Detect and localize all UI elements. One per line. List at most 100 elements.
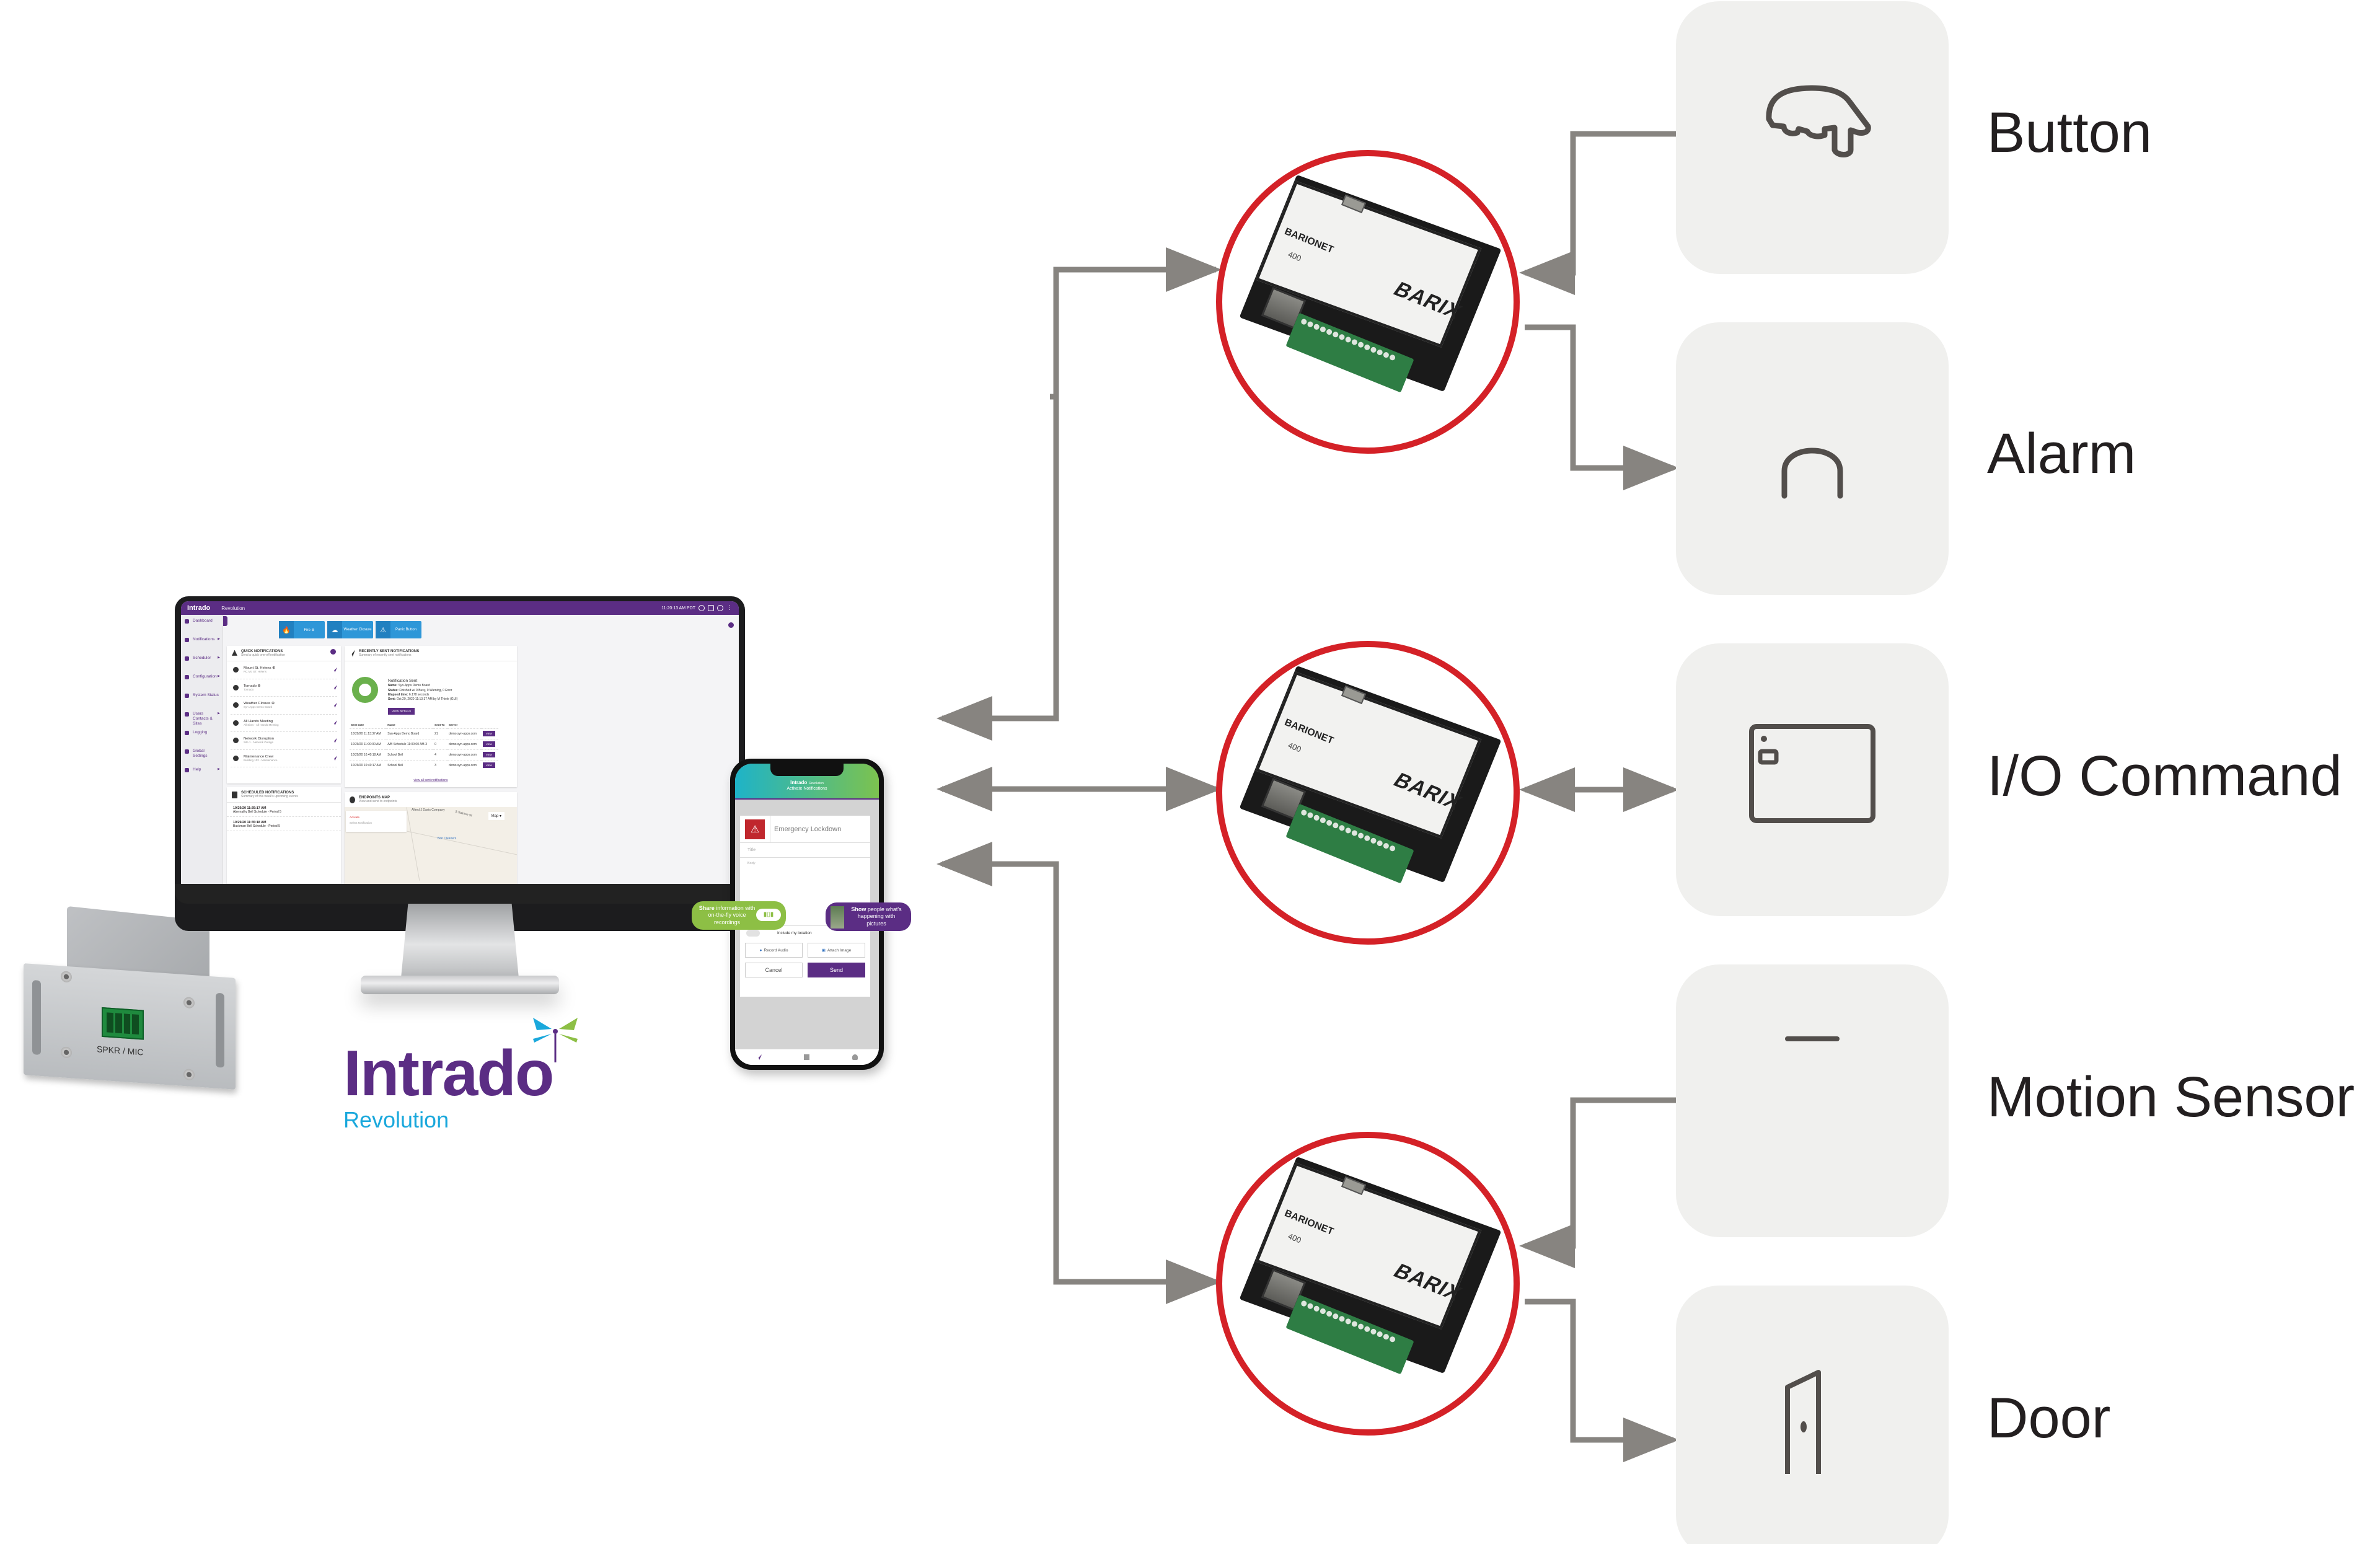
sidebar-item[interactable]: Dashboard	[181, 615, 223, 633]
quick-notification-name: Tornado ⊕	[244, 684, 261, 688]
bell-icon	[232, 650, 237, 656]
sidebar-item[interactable]: Help▶	[181, 764, 223, 782]
action-tile-button[interactable]: ☁Weather Closure	[327, 621, 373, 638]
sidebar-item-label: Scheduler	[193, 656, 211, 660]
recently-sent-card: RECENTLY SENT NOTIFICATIONS Summary of r…	[345, 646, 517, 787]
sidebar-item[interactable]: Configuration▶	[181, 671, 223, 689]
chat-icon[interactable]	[708, 605, 714, 611]
map-place-label: Bon Cleaners	[438, 837, 457, 840]
speaker-mic-interface: SPKR / MIC	[24, 906, 247, 1100]
action-tile-button[interactable]: 🔥Fire ⊕	[279, 621, 325, 638]
sidebar-item[interactable]: Scheduler▶	[181, 652, 223, 671]
chevron-right-icon: ▶	[218, 637, 220, 641]
cell-sent-to: 3	[433, 760, 448, 770]
cancel-button[interactable]: Cancel	[745, 963, 803, 977]
quick-notification-name: Mount St. Helens ⊕	[244, 666, 275, 671]
activate-label: Activate	[350, 816, 360, 819]
sidebar-item[interactable]: Notifications▶	[181, 633, 223, 652]
endpoint-tile-button	[1676, 1, 1949, 274]
include-location-toggle[interactable]	[746, 930, 760, 937]
view-button[interactable]: VIEW	[482, 762, 496, 768]
body-input[interactable]: Body	[740, 858, 870, 926]
send-icon[interactable]	[332, 667, 337, 673]
tab-send-icon[interactable]	[756, 1054, 762, 1060]
alarm-beacon-icon	[1781, 448, 1843, 499]
speaker-mounting-plate: SPKR / MIC	[24, 963, 236, 1090]
action-tile-button[interactable]: ⚠Panic Button	[376, 621, 421, 638]
fire-icon: 🔥	[279, 621, 294, 638]
link-device-3-door	[1525, 1299, 1679, 1462]
cell-sent-to: 4	[433, 749, 448, 761]
sidebar-item[interactable]: Logging	[181, 726, 223, 745]
mounting-slot	[32, 980, 41, 1056]
port-label: SPKR / MIC	[97, 1044, 144, 1057]
record-audio-button[interactable]: ●Record Audio	[745, 943, 803, 958]
send-icon[interactable]	[332, 685, 337, 690]
send-icon[interactable]	[332, 702, 337, 708]
action-tile-label: Panic Button	[395, 628, 417, 632]
sidebar-item[interactable]: Global Settings	[181, 745, 223, 764]
view-all-sent-link[interactable]: view all sent notifications	[413, 779, 448, 782]
phone-call-tab[interactable]	[223, 616, 227, 626]
send-icon[interactable]	[332, 720, 337, 726]
map-type-dropdown[interactable]: Map ▾	[488, 812, 505, 820]
include-location-label: Include my location	[777, 931, 812, 935]
chevron-right-icon: ▶	[218, 767, 220, 771]
notification-type-icon	[233, 720, 239, 726]
endpoint-label: Door	[1987, 1387, 2111, 1450]
send-icon[interactable]	[332, 756, 337, 761]
sidebar-item-label: Notifications	[193, 637, 215, 642]
detail-line: Sent: Oct 29, 2020 11:13:37 AM by M Thie…	[388, 697, 458, 702]
monitor-stand-base	[361, 976, 559, 994]
title-input[interactable]: Title	[740, 843, 870, 858]
send-button[interactable]: Send	[808, 963, 865, 977]
sidebar-item[interactable]: System Status	[181, 689, 223, 708]
card-title: SCHEDULED NOTIFICATIONS	[241, 791, 294, 795]
action-tiles: 🔥Fire ⊕☁Weather Closure⚠Panic Button	[279, 621, 421, 638]
share-nodes-icon	[350, 796, 355, 803]
quick-notification-item[interactable]: Tornado ⊕Tornado	[231, 679, 337, 697]
edit-quick-notifications-icon[interactable]	[330, 649, 336, 655]
edit-dashboard-icon[interactable]	[728, 622, 734, 628]
voice-recording-callout: Share information with on-the-fly voice …	[692, 901, 786, 930]
column-header: Server	[449, 723, 458, 726]
view-button[interactable]: VIEW	[482, 752, 496, 757]
tab-profile-icon[interactable]	[852, 1054, 858, 1060]
endpoints-map[interactable]: Alfred J Davis Company S Salmon St Bon C…	[345, 807, 517, 884]
more-menu-icon[interactable]: ⋮	[726, 604, 733, 611]
link-device-1-alarm	[1525, 324, 1679, 490]
attach-image-button[interactable]: ▣Attach Image	[808, 943, 865, 958]
settings-icon[interactable]	[699, 605, 705, 611]
clock: 11:20:13 AM PDT	[661, 606, 695, 611]
card-subtitle: Summary of recently sent notifications	[359, 653, 412, 657]
view-details-button[interactable]: VIEW DETAILS	[388, 708, 415, 715]
desktop-monitor: Intrado Revolution 11:20:13 AM PDT ⋮ Das…	[175, 596, 745, 994]
sidebar-item-label: Global Settings	[193, 749, 208, 758]
select-notification-dropdown[interactable]: Select Notification	[350, 821, 372, 824]
endpoint-label: Button	[1987, 101, 2152, 164]
tab-messages-icon[interactable]	[804, 1054, 810, 1060]
action-tile-label: Weather Closure	[343, 628, 372, 632]
notification-type-icon	[233, 755, 239, 761]
view-button[interactable]: VIEW	[482, 741, 496, 747]
terminal-block-connector	[102, 1007, 144, 1040]
detail-line: Name: Syn-Apps Demo Board	[388, 684, 430, 688]
sidebar-item[interactable]: Users Contacts & Sites▶	[181, 708, 223, 726]
image-icon: ▣	[821, 948, 826, 953]
quick-notification-item[interactable]: Mount St. Helens ⊕RC Mt. ST. Helens	[231, 661, 337, 679]
send-icon[interactable]	[332, 738, 337, 743]
selected-alert[interactable]: ⚠ Emergency Lockdown	[740, 815, 870, 843]
user-icon[interactable]	[717, 605, 723, 611]
microphone-icon: ●	[759, 948, 762, 953]
quick-notification-item[interactable]: Weather Closure ⊕Syn-Apps Demo Board	[231, 697, 337, 715]
view-button[interactable]: VIEW	[482, 731, 496, 736]
sidebar-item-icon	[185, 694, 189, 698]
